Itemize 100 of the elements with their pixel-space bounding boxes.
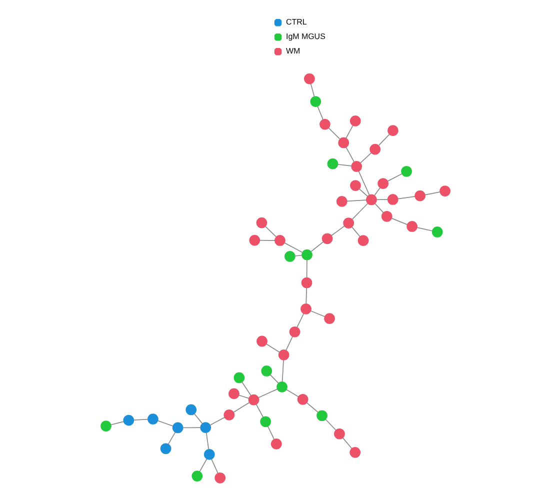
node-circle	[278, 350, 289, 360]
connector	[167, 432, 176, 445]
node-circle	[319, 118, 330, 130]
node-circle	[300, 277, 312, 288]
connector	[310, 310, 325, 318]
node-circle	[349, 116, 360, 126]
connector	[110, 421, 124, 426]
connector	[416, 227, 432, 232]
connector	[397, 196, 415, 200]
connector	[316, 106, 323, 120]
node-circle	[260, 416, 271, 428]
connector	[258, 388, 278, 398]
legend-label: IgM MGUS	[285, 32, 325, 42]
node-circle	[321, 233, 332, 244]
connector	[360, 152, 372, 164]
node-circle	[342, 218, 354, 228]
node-circle	[316, 410, 327, 422]
node-circle	[439, 186, 450, 196]
node-circle	[248, 394, 259, 406]
node-circle	[296, 394, 308, 405]
node-circle	[214, 472, 226, 484]
connector	[238, 394, 249, 399]
node-circle	[270, 438, 282, 450]
node-circle	[276, 382, 287, 392]
legend-label: WM	[285, 46, 300, 56]
connector	[264, 226, 276, 238]
node-circle	[350, 161, 362, 172]
node-circle	[414, 190, 425, 202]
connector	[157, 420, 173, 426]
connector	[345, 125, 353, 139]
connector	[342, 437, 352, 449]
connector	[306, 402, 318, 413]
connector	[324, 419, 336, 430]
connector	[310, 83, 314, 97]
node-circle	[350, 180, 360, 191]
node-circle	[326, 158, 338, 170]
connector	[330, 226, 344, 236]
connector	[284, 242, 302, 253]
node-circle	[122, 414, 134, 426]
node-circle	[274, 235, 285, 246]
connector	[374, 203, 384, 213]
connector	[305, 288, 307, 304]
node-circle	[288, 326, 300, 338]
connector	[258, 240, 275, 241]
node-circle	[284, 250, 295, 262]
connector	[198, 458, 207, 472]
connector	[374, 187, 380, 196]
node-circle	[431, 226, 442, 238]
connector	[310, 241, 324, 252]
connector	[390, 218, 408, 225]
node-circle	[191, 470, 202, 482]
node-circle	[256, 336, 267, 347]
connector	[328, 128, 340, 140]
node-circle	[400, 166, 412, 177]
node-circle	[386, 194, 398, 205]
connector	[182, 427, 200, 428]
connector	[351, 226, 360, 237]
node-circle	[406, 221, 417, 232]
connector	[306, 260, 307, 278]
connector	[209, 416, 225, 426]
node-circle	[304, 73, 314, 84]
connector	[358, 170, 370, 196]
connector	[194, 413, 202, 424]
node-circle	[357, 235, 368, 246]
node-circle	[256, 217, 267, 228]
node-circle	[310, 96, 321, 107]
node-circle	[223, 410, 234, 420]
node-circle	[300, 304, 311, 314]
node-circle	[336, 196, 347, 207]
connector	[132, 418, 148, 420]
connector	[294, 254, 302, 256]
connector	[281, 360, 284, 382]
node-circle	[200, 422, 211, 434]
connector	[285, 389, 298, 398]
node-circle	[228, 388, 239, 400]
connector	[205, 432, 209, 450]
connector	[386, 173, 402, 182]
node-circle	[334, 428, 344, 440]
node-circle	[260, 366, 272, 376]
node-circle	[349, 446, 360, 458]
node-circle	[203, 449, 214, 460]
node-circle	[369, 144, 380, 155]
connector	[255, 404, 263, 418]
node-circle	[387, 125, 398, 136]
connector	[285, 336, 292, 351]
connector	[351, 202, 368, 220]
node-circle	[147, 414, 158, 424]
node-circle	[100, 420, 111, 432]
connector	[358, 188, 368, 197]
node-circle	[377, 178, 388, 189]
node-circle	[366, 194, 376, 206]
connector	[210, 458, 218, 474]
connector	[346, 200, 366, 202]
connector	[269, 374, 278, 384]
connector	[296, 313, 304, 328]
node-circle	[233, 372, 244, 384]
node-circle	[248, 234, 260, 246]
connector	[265, 344, 280, 353]
connector	[345, 146, 354, 162]
connector	[376, 199, 388, 200]
